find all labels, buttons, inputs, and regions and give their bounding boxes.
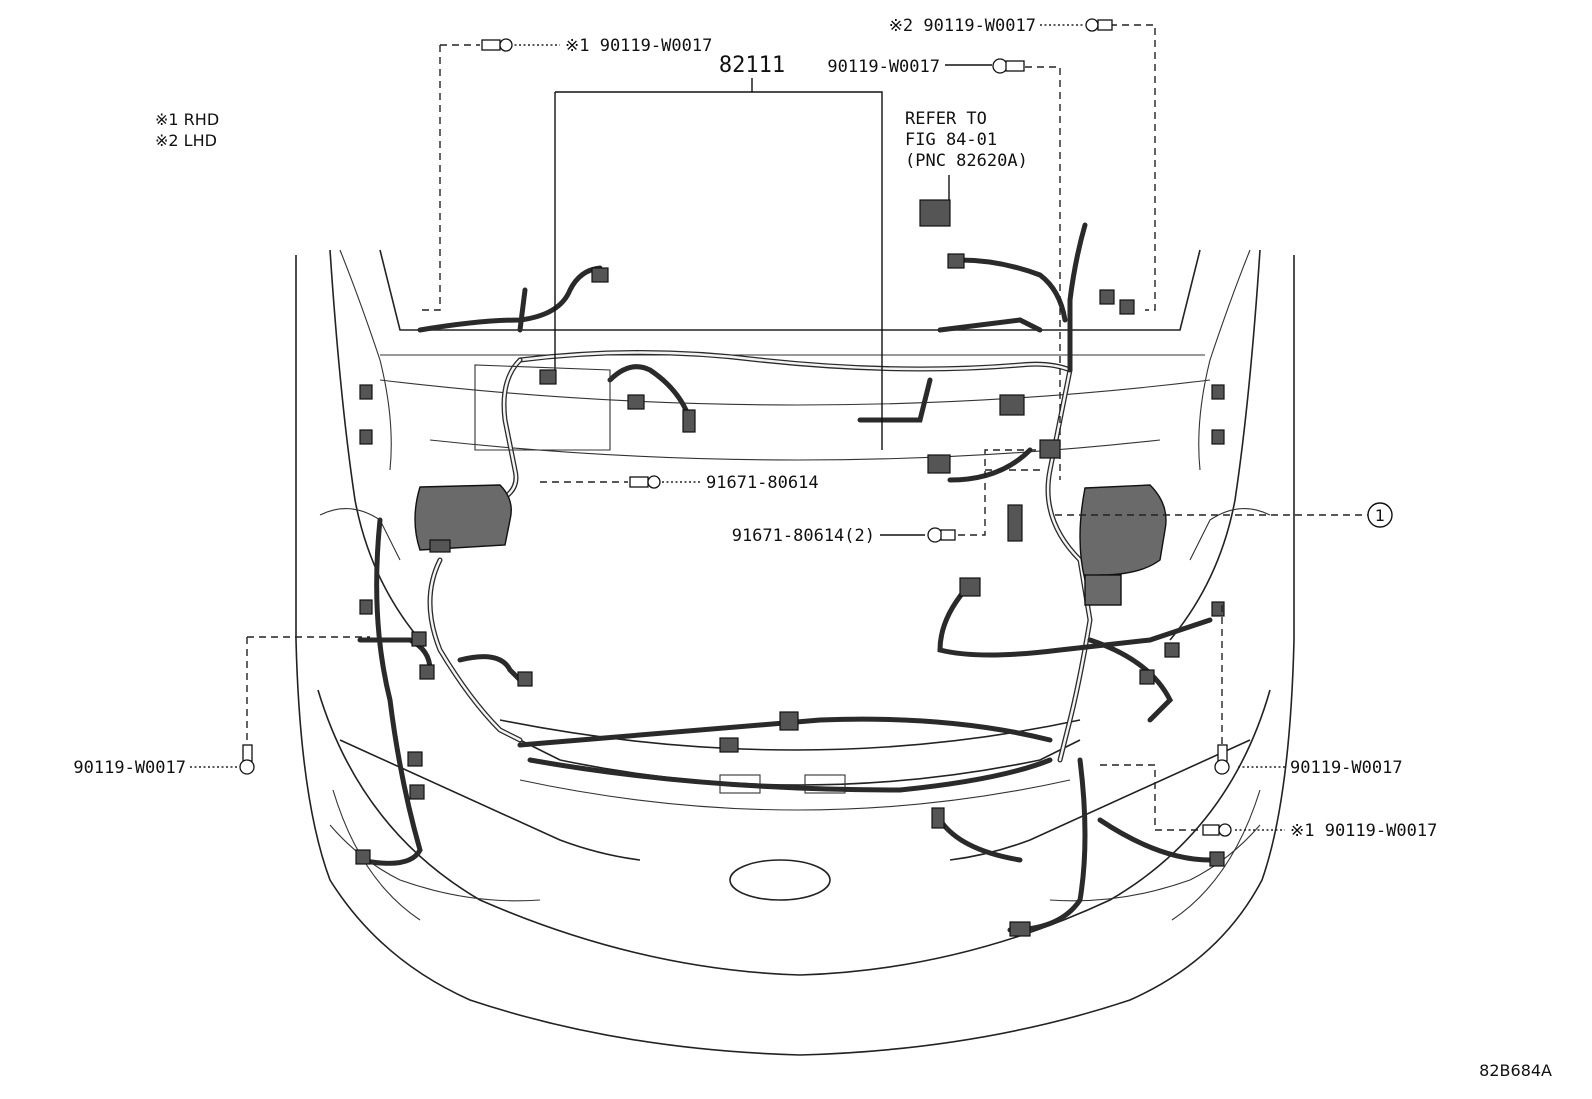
bolt-right-icon [1214,744,1230,775]
leader-clip-center-2 [958,449,1040,536]
clip-center-2-icon [927,527,956,543]
legend-rhd: ※1 RHD [155,110,219,129]
cowl-group-box [474,364,611,451]
refer-line-3: (PNC 82620A) [905,151,1028,171]
refer-connector [919,199,951,227]
callout-bolt-top-right-lhd[interactable]: ※2 90119-W0017 [889,16,1036,36]
callout-bolt-bottom-right[interactable]: ※1 90119-W0017 [1290,821,1437,841]
bolt-bottom-right-icon [1202,823,1232,837]
clip-center-icon [629,475,661,489]
figure-code: 82B684A [1479,1061,1552,1080]
refer-line-2[interactable]: FIG 84-01 [905,130,997,150]
leader-bolt-top-right-lhd [1110,24,1156,311]
circle-ref-marker [1367,502,1393,528]
bolt-top-left-icon [481,38,513,52]
emblem-outline [729,859,831,901]
leader-82111-bracket [555,91,883,450]
vehicle-front-body-outline [295,249,1295,1056]
bolt-left-icon [239,744,255,775]
relay-block-left [414,484,512,553]
callout-bolt-top-left[interactable]: ※1 90119-W0017 [565,36,712,56]
circle-ref-label: 1 [1375,506,1385,525]
legend-lhd: ※2 LHD [155,131,217,150]
callout-bolt-left[interactable]: 90119-W0017 [73,758,186,778]
callout-clip-center[interactable]: 91671-80614 [706,473,819,493]
harness-connectors [355,199,1225,937]
bolt-top-right-lhd-icon [1085,18,1113,32]
main-part-number[interactable]: 82111 [719,53,785,78]
callout-clip-center-2[interactable]: 91671-80614(2) [732,526,875,546]
callout-bolt-right[interactable]: 90119-W0017 [1290,758,1403,778]
bolt-top-right-icon [992,58,1025,74]
refer-line-1: REFER TO [905,109,987,129]
leader-bolt-bottom-right [1100,764,1200,831]
relay-block-right [1079,484,1167,606]
leader-bolt-top-left [418,45,441,311]
callout-bolt-top-right[interactable]: 90119-W0017 [827,57,940,77]
